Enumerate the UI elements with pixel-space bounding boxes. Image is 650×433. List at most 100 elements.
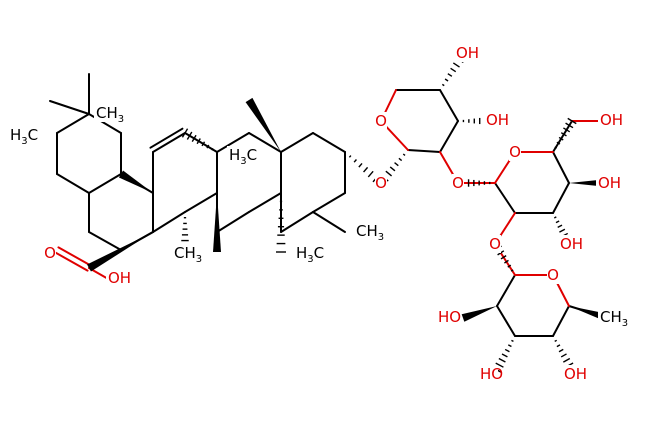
hash-stroke bbox=[556, 344, 561, 348]
atom-label-o-link1: O bbox=[375, 174, 387, 192]
hash-stroke bbox=[558, 136, 564, 141]
label-backdrop bbox=[562, 365, 582, 383]
hash-stroke bbox=[444, 78, 449, 82]
bond bbox=[280, 211, 314, 233]
hash-stroke bbox=[398, 157, 403, 162]
hash-stroke bbox=[560, 353, 567, 358]
label-prefix-subscript: 3 bbox=[21, 136, 27, 147]
hash-stroke bbox=[555, 220, 560, 224]
label-backdrop bbox=[94, 104, 122, 122]
bond bbox=[184, 132, 218, 153]
hash-stroke bbox=[358, 162, 363, 168]
hash-stroke bbox=[559, 228, 566, 233]
label-backdrop bbox=[596, 174, 616, 192]
bond bbox=[552, 305, 570, 337]
stereo-wedge bbox=[461, 306, 497, 322]
hash-stroke bbox=[556, 141, 561, 145]
hash-stroke bbox=[191, 134, 197, 142]
hash-stroke bbox=[504, 348, 510, 353]
hash-stroke bbox=[553, 216, 557, 219]
atom-label-o-ring2: O bbox=[509, 143, 521, 161]
atom-label-oh-r2a: OH bbox=[598, 174, 621, 192]
bond bbox=[152, 132, 186, 153]
label-subscript: 3 bbox=[622, 318, 628, 329]
bond bbox=[552, 151, 570, 184]
label-main: OH bbox=[564, 365, 587, 383]
hash-stroke bbox=[510, 269, 514, 272]
atom-label-h3c-mid: H3C bbox=[229, 146, 257, 167]
hash-stroke bbox=[353, 159, 357, 163]
hash-stroke bbox=[211, 147, 214, 151]
bond bbox=[88, 231, 122, 251]
atom-label-oh-acid: OH bbox=[108, 269, 131, 287]
atom-label-oh-top: OH bbox=[456, 44, 479, 62]
bond bbox=[496, 274, 516, 307]
bond bbox=[494, 182, 516, 214]
hash-stroke bbox=[511, 339, 514, 343]
hash-stroke bbox=[196, 138, 201, 145]
label-main: CH bbox=[356, 222, 378, 240]
label-main: OH bbox=[108, 269, 131, 287]
label-main: O bbox=[452, 174, 464, 192]
label-main: OH bbox=[598, 174, 621, 192]
bond bbox=[312, 211, 346, 233]
bond bbox=[439, 89, 459, 122]
stereo-wedge bbox=[245, 97, 281, 152]
label-backdrop bbox=[489, 235, 501, 253]
hash-stroke bbox=[441, 83, 445, 87]
bond bbox=[216, 132, 250, 153]
label-backdrop bbox=[227, 146, 255, 164]
hash-stroke bbox=[501, 353, 508, 358]
label-subscript: 3 bbox=[196, 254, 202, 265]
hash-stroke bbox=[495, 362, 504, 368]
atom-label-ho-r3a: HO bbox=[438, 308, 461, 326]
hash-stroke bbox=[554, 339, 558, 343]
hash-stroke bbox=[201, 141, 206, 147]
atom-label-o-link2: O bbox=[452, 174, 464, 192]
hash-stroke bbox=[363, 166, 369, 173]
label-subscript: 3 bbox=[378, 232, 384, 243]
label-backdrop bbox=[172, 244, 200, 262]
atom-label-ch3-right: CH3 bbox=[356, 222, 384, 243]
hash-stroke bbox=[389, 166, 396, 172]
stereo-hash bbox=[276, 200, 286, 253]
atom-label-ch3-ring3: CH3 bbox=[600, 308, 628, 329]
label-main: C bbox=[28, 126, 38, 144]
bond bbox=[88, 173, 122, 194]
bond bbox=[248, 132, 282, 153]
hash-stroke bbox=[507, 264, 512, 268]
label-main: O bbox=[375, 174, 387, 192]
atom-label-o-carbonyl: O bbox=[44, 244, 56, 262]
bond bbox=[49, 100, 90, 115]
label-main: CH bbox=[174, 244, 196, 262]
label-prefix-subscript: 3 bbox=[307, 254, 313, 265]
label-backdrop bbox=[598, 308, 626, 326]
label-main: CH bbox=[600, 308, 622, 326]
atom-label-o-ring3: O bbox=[547, 266, 559, 284]
label-main: O bbox=[44, 244, 56, 262]
stereo-wedge bbox=[87, 232, 153, 272]
bond bbox=[407, 149, 441, 153]
hash-stroke bbox=[565, 122, 574, 129]
bond bbox=[312, 192, 346, 213]
atom-label-ch3-low: CH3 bbox=[174, 244, 202, 265]
bond bbox=[496, 305, 516, 337]
label-backdrop bbox=[484, 111, 504, 129]
hash-stroke bbox=[562, 357, 571, 363]
label-backdrop bbox=[8, 126, 36, 144]
bond bbox=[184, 192, 218, 213]
hash-stroke bbox=[554, 146, 558, 149]
atom-label-oh-r3c: OH bbox=[564, 365, 587, 383]
carbonyl-bond bbox=[54, 251, 89, 272]
hash-stroke bbox=[498, 357, 506, 363]
bond bbox=[56, 173, 90, 194]
atom-label-h3c-left: H3C bbox=[10, 126, 38, 147]
atom-label-oh-r2b: OH bbox=[560, 235, 583, 253]
hash-stroke bbox=[367, 170, 374, 178]
hash-stroke bbox=[557, 224, 563, 229]
bond bbox=[552, 120, 573, 153]
hash-stroke bbox=[500, 255, 507, 260]
label-main: CH bbox=[96, 104, 118, 122]
hash-stroke bbox=[504, 259, 509, 264]
